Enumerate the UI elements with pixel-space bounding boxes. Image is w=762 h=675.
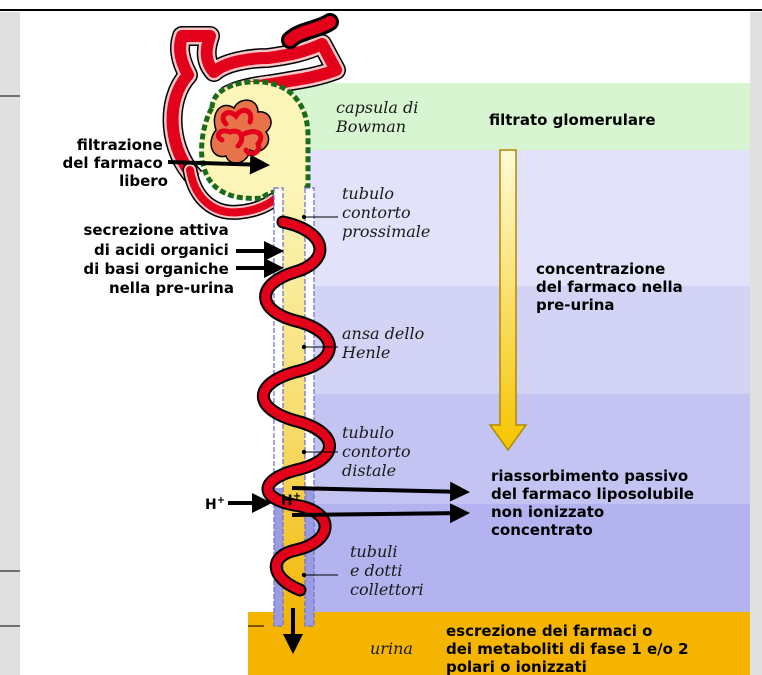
urine-label: urina	[370, 639, 413, 658]
filtrate-label: filtrato glomerulare	[489, 111, 656, 129]
reabsorption-arrow-lower	[292, 513, 466, 515]
top-strip	[0, 0, 762, 10]
right-border	[750, 12, 762, 675]
left-border	[0, 12, 20, 675]
